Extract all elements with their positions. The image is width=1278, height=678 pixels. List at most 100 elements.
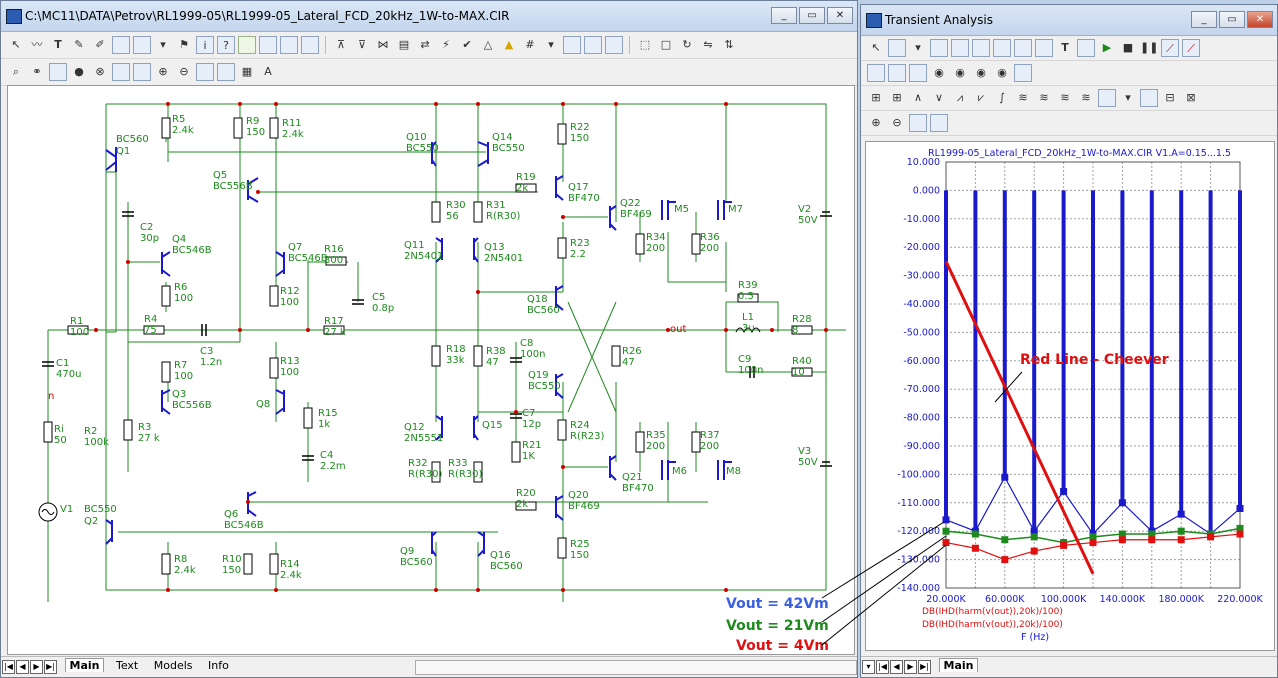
bottom-icon[interactable]: ≋ (1081, 91, 1091, 104)
select-region-icon[interactable]: ⬚ (639, 38, 651, 51)
minimize-button[interactable]: _ (771, 7, 797, 24)
paste-icon[interactable] (930, 114, 948, 132)
clipboard-icon[interactable] (1098, 89, 1116, 107)
dropdown-icon[interactable]: ▾ (915, 41, 921, 54)
next-page-icon[interactable]: ▶ (30, 660, 43, 674)
prev-page-icon[interactable]: ◀ (16, 660, 29, 674)
node-numbers-icon[interactable]: ⊽ (357, 38, 367, 51)
grid-icon[interactable] (280, 36, 298, 54)
top-icon[interactable]: ≋ (1060, 91, 1070, 104)
zoom-a-icon[interactable]: ◉ (934, 66, 944, 79)
warning-icon[interactable]: ▲ (504, 38, 514, 51)
prev-simple-icon[interactable]: ⊞ (892, 91, 902, 104)
limits-icon[interactable] (867, 64, 885, 82)
zoom-in-icon[interactable]: ⊕ (158, 65, 168, 78)
high-icon[interactable]: ⩘ (956, 91, 964, 104)
low-icon[interactable]: ⩗ (977, 91, 985, 104)
properties-icon[interactable] (1077, 39, 1095, 57)
analysis-close-button[interactable]: ✕ (1247, 11, 1273, 28)
flag-icon[interactable]: ⚑ (179, 38, 189, 51)
brush-icon[interactable]: ✐ (95, 38, 105, 51)
list-icon[interactable] (1140, 89, 1158, 107)
analysis-restore-button[interactable]: ▭ (1219, 11, 1245, 28)
copy-icon[interactable] (112, 63, 130, 81)
properties-icon[interactable] (49, 63, 67, 81)
inflection-icon[interactable]: ∫ (999, 91, 1005, 104)
select-arrow-icon[interactable]: ↖ (11, 38, 21, 51)
currents-icon[interactable]: ⇄ (420, 38, 430, 51)
list-icon[interactable] (301, 36, 319, 54)
analysis-titlebar[interactable]: Transient Analysis _ ▭ ✕ (861, 5, 1277, 36)
cursor-right-icon[interactable]: ⟋ (1182, 39, 1200, 57)
group-icon[interactable]: ▤ (398, 38, 410, 51)
last-page-icon[interactable]: ▶| (44, 660, 57, 674)
fit-x-icon[interactable]: ⊠ (1186, 91, 1196, 104)
plot-canvas[interactable]: RL1999-05_Lateral_FCD_20kHz_1W-to-MAX.CI… (865, 141, 1275, 651)
cut-icon[interactable]: ● (74, 65, 84, 78)
component-icon[interactable] (888, 39, 906, 57)
camera-icon[interactable] (217, 63, 235, 81)
first-page-icon[interactable]: |◀ (2, 660, 15, 674)
tab-main[interactable]: Main (64, 658, 105, 672)
dropdown-icon[interactable]: ▾ (1125, 91, 1131, 104)
binoculars-icon[interactable]: ⚭ (32, 65, 42, 78)
scale-icon[interactable] (930, 39, 948, 57)
power-icon[interactable]: ⚡ (442, 38, 450, 51)
peak-icon[interactable] (993, 39, 1011, 57)
tab-info[interactable]: Info (208, 659, 229, 672)
flip-icon[interactable]: ⇋ (703, 38, 713, 51)
node-icon[interactable] (259, 36, 277, 54)
grid-dots-icon[interactable]: # (525, 38, 535, 51)
data-points-icon[interactable] (951, 39, 969, 57)
mirror-icon[interactable]: ⇅ (724, 38, 734, 51)
zoom-out-icon[interactable]: ⊖ (892, 116, 902, 129)
box-icon[interactable]: □ (660, 38, 672, 51)
close-button[interactable]: ✕ (827, 7, 853, 24)
rotate-icon[interactable]: ↻ (682, 38, 692, 51)
circuit-diagram[interactable]: Q1BC560Q2BC550Q3BC556BQ4BC546BQ5BC556BQ6… (8, 86, 854, 654)
node-voltages-icon[interactable]: ⋈ (377, 38, 389, 51)
wire-icon[interactable]: 〰 (31, 38, 43, 51)
page-icon[interactable] (563, 36, 581, 54)
dropdown-icon[interactable]: ▾ (548, 38, 554, 51)
pause-icon[interactable]: ❚❚ (1140, 41, 1159, 54)
info-icon[interactable]: i (196, 36, 214, 54)
pin-icon[interactable]: ⊼ (336, 38, 346, 51)
select-arrow-icon[interactable]: ↖ (871, 41, 881, 54)
zoom-d-icon[interactable]: ◉ (997, 66, 1007, 79)
global-low-icon[interactable]: ≋ (1039, 91, 1049, 104)
copy-icon[interactable] (909, 114, 927, 132)
pin-connections-icon[interactable]: △ (483, 38, 493, 51)
stop-icon[interactable]: ■ (1122, 41, 1134, 54)
delete-icon[interactable]: ⊗ (95, 65, 105, 78)
schematic-titlebar[interactable]: C:\MC11\DATA\Petrov\RL1999-05\RL1999-05_… (1, 1, 857, 32)
restore-button[interactable]: ▭ (799, 7, 825, 24)
valley-icon[interactable] (1014, 39, 1032, 57)
next-simple-icon[interactable]: ⊞ (871, 91, 881, 104)
peak-find-icon[interactable]: ∧ (913, 91, 923, 104)
text-tool-icon[interactable]: T (54, 38, 62, 51)
find-icon[interactable]: ⌕ (12, 65, 20, 78)
check-icon[interactable]: ✔ (462, 38, 472, 51)
cursor-left-icon[interactable]: ⟋ (1161, 39, 1179, 57)
analysis-minimize-button[interactable]: _ (1191, 11, 1217, 28)
paste-icon[interactable] (133, 63, 151, 81)
prev-page-icon[interactable]: ◀ (890, 660, 903, 674)
harmonic-distortion-chart[interactable]: RL1999-05_Lateral_FCD_20kHz_1W-to-MAX.CI… (866, 142, 1274, 650)
pencil-icon[interactable]: ✎ (74, 38, 84, 51)
globe-icon[interactable] (238, 36, 256, 54)
tokens-icon[interactable] (972, 39, 990, 57)
border-icon[interactable] (584, 36, 602, 54)
table-icon[interactable] (888, 64, 906, 82)
layout-icon[interactable]: ▦ (241, 65, 253, 78)
dropdown-icon[interactable]: ▾ (160, 38, 166, 51)
analysis-tab-main[interactable]: Main (938, 658, 979, 672)
zoom-c-icon[interactable]: ◉ (976, 66, 986, 79)
zoom-fit-icon[interactable] (196, 63, 214, 81)
slope-icon[interactable] (1035, 39, 1053, 57)
horizontal-scrollbar[interactable] (415, 660, 857, 675)
next-page-icon[interactable]: ▶ (904, 660, 917, 674)
fit-icon[interactable]: ⊟ (1165, 91, 1175, 104)
zoom-b-icon[interactable]: ◉ (955, 66, 965, 79)
